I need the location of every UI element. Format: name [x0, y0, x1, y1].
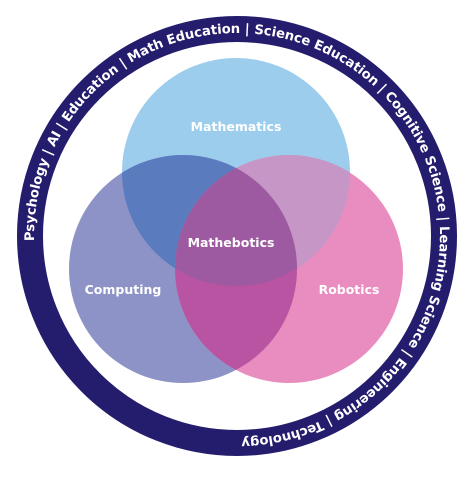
mathematics-label: Mathematics [191, 119, 282, 134]
overlap-center [175, 155, 297, 286]
outer-ring [17, 16, 457, 456]
computing-label: Computing [85, 282, 162, 297]
mathebotics-label: Mathebotics [188, 235, 275, 250]
robotics-label: Robotics [319, 282, 380, 297]
overlap-center-outer [175, 155, 297, 286]
overlap-center-inner [175, 155, 297, 286]
